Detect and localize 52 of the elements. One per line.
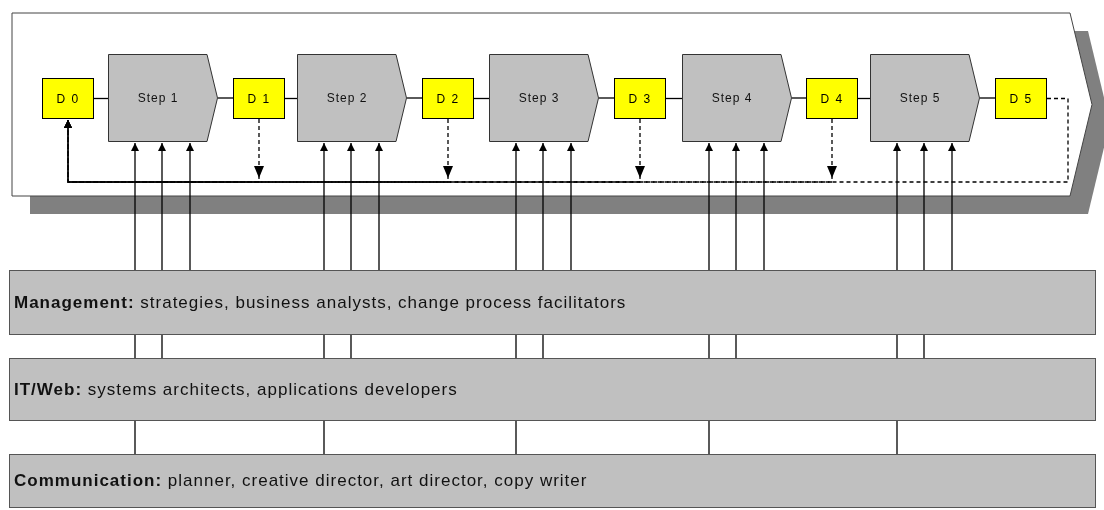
role-band: Management: strategies, business analysts, change process facilitators [9, 270, 1096, 335]
arrow [512, 142, 520, 271]
arrow [567, 142, 575, 271]
connector-line [161, 334, 163, 359]
process-step: Step 2 [297, 54, 407, 142]
arrow [158, 142, 166, 271]
connector-line [598, 97, 615, 99]
process-step: Step 5 [870, 54, 980, 142]
role-band: IT/Web: systems architects, applications developers [9, 358, 1096, 421]
arrow [539, 142, 547, 271]
connector-line [791, 97, 807, 99]
connector-line [708, 334, 710, 359]
process-step: Step 3 [489, 54, 599, 142]
feedback-arrow [64, 97, 1069, 183]
arrow [131, 142, 139, 271]
deliverable-box: D 5 [995, 78, 1047, 119]
feedback-arrow [64, 118, 645, 183]
feedback-arrow [64, 118, 837, 183]
arrow [375, 142, 383, 271]
role-band: Communication: planner, creative director, art director, copy writer [9, 454, 1096, 508]
arrow [732, 142, 740, 271]
connector-line [323, 420, 325, 455]
connector-line [896, 420, 898, 455]
connector-line [923, 334, 925, 359]
arrow [760, 142, 768, 271]
arrow [948, 142, 956, 271]
connector-line [735, 334, 737, 359]
connector-line [515, 334, 517, 359]
deliverable-box: D 2 [422, 78, 474, 119]
process-step: Step 1 [108, 54, 218, 142]
connector-line [708, 420, 710, 455]
arrow [186, 142, 194, 271]
deliverable-box: D 1 [233, 78, 285, 119]
arrow [705, 142, 713, 271]
deliverable-box: D 4 [806, 78, 858, 119]
connector-line [406, 97, 423, 99]
arrow [347, 142, 355, 271]
deliverable-box: D 0 [42, 78, 94, 119]
connector-line [134, 334, 136, 359]
connector-line [979, 97, 996, 99]
connector-line [542, 334, 544, 359]
connector-line [134, 420, 136, 455]
connector-line [515, 420, 517, 455]
connector-line [350, 334, 352, 359]
arrow [920, 142, 928, 271]
arrow [893, 142, 901, 271]
process-step: Step 4 [682, 54, 792, 142]
deliverable-box: D 3 [614, 78, 666, 119]
connector-line [217, 97, 234, 99]
connector-line [896, 334, 898, 359]
connector-line [323, 334, 325, 359]
arrow [320, 142, 328, 271]
